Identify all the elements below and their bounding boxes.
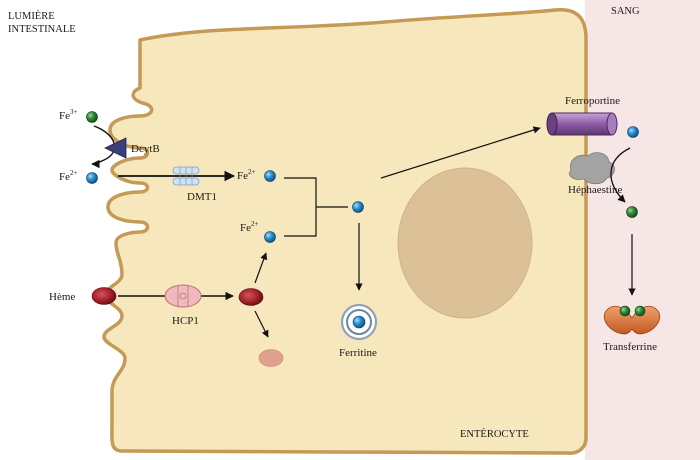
heme-label: Hème <box>49 291 75 303</box>
dmt1-transporter <box>172 166 200 186</box>
oxidation-arrow <box>610 147 631 203</box>
fe3-blood-ion <box>626 206 638 218</box>
hephaestin-enzyme <box>569 152 615 185</box>
fe2-cyto-bottom-label: Fe2+ <box>240 220 259 234</box>
fe3-ion <box>86 111 98 123</box>
ferroportin-channel <box>546 112 618 136</box>
hcp1-label: HCP1 <box>172 315 199 327</box>
heme-degradation-arrow <box>254 310 269 338</box>
lumen-label-line1: LUMIÈRE <box>8 10 55 22</box>
reduction-arrow <box>91 125 116 169</box>
hcp1-transporter <box>164 284 202 308</box>
lumen-label-line2: INTESTINALE <box>8 24 76 35</box>
enterocyte-cell <box>102 7 588 455</box>
enterocyte-label: ENTÉROCYTE <box>460 428 529 440</box>
fe2-cyto-bottom-ion <box>264 231 276 243</box>
ferritin-complex <box>340 303 378 341</box>
blood-label: SANG <box>611 6 640 17</box>
fe2-lumen-label: Fe2+ <box>59 169 78 183</box>
blood-region <box>585 0 700 460</box>
export-arrow <box>380 126 541 179</box>
ferritin-label: Ferritine <box>339 347 377 359</box>
transferrin-protein <box>603 305 661 335</box>
fe3-label: Fe3+ <box>59 108 78 122</box>
dcytb-enzyme <box>104 137 127 159</box>
hephaestin-label: Héphaestine <box>568 184 622 196</box>
transferrin-label: Transferrine <box>603 341 657 353</box>
nucleus <box>397 167 533 319</box>
labile-iron-ion <box>352 201 364 213</box>
heme-cyto <box>238 288 264 306</box>
dcytb-label: DcytB <box>131 143 160 155</box>
fe2-cyto-top-ion <box>264 170 276 182</box>
ferroportin-label: Ferroportine <box>565 95 620 107</box>
heme-lumen <box>91 287 117 305</box>
heme-degradation-product <box>258 349 284 367</box>
fe2-lumen-ion <box>86 172 98 184</box>
fe2-cyto-top-label: Fe2+ <box>237 168 256 182</box>
dmt1-label: DMT1 <box>187 191 217 203</box>
merge-bracket <box>284 177 348 237</box>
exported-fe2-ion <box>627 126 639 138</box>
heme-to-fe2-arrow <box>254 252 268 284</box>
